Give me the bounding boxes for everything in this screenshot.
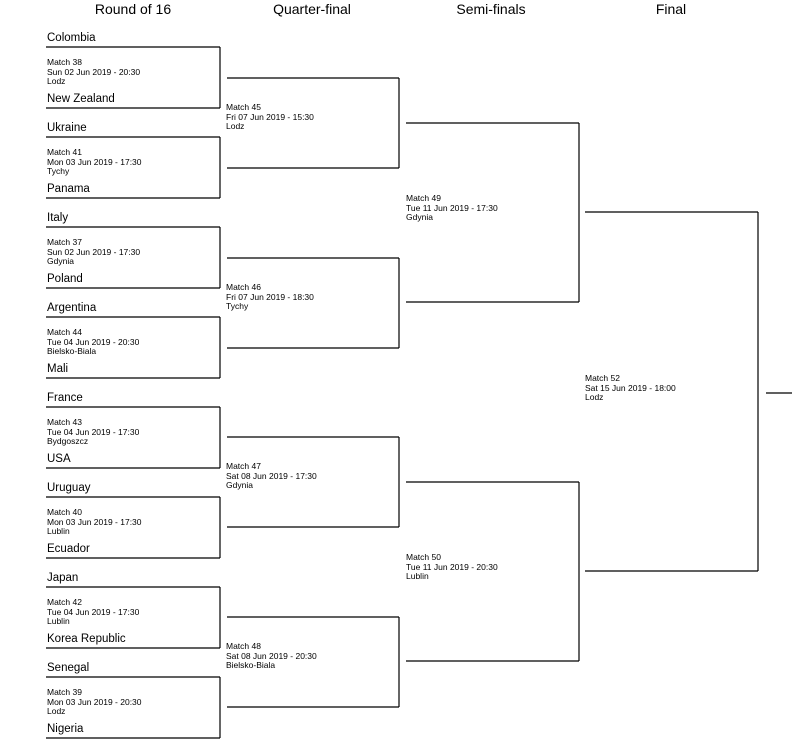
match-date: Mon 03 Jun 2019 - 20:30	[47, 696, 142, 707]
round-header-r16: Round of 16	[94, 1, 172, 17]
match-venue: Gdynia	[47, 256, 74, 266]
match-venue: Lodz	[585, 392, 604, 402]
match-match: Match 40	[47, 507, 82, 517]
team-name: Nigeria	[47, 723, 84, 735]
match-venue: Tychy	[47, 166, 70, 176]
match-venue: Lublin	[406, 571, 429, 581]
match-match: Match 49	[406, 193, 441, 203]
team-name: New Zealand	[47, 93, 115, 105]
match-date: Tue 11 Jun 2019 - 20:30	[406, 561, 498, 572]
match-match: Match 43	[47, 417, 82, 427]
team-name: Uruguay	[47, 482, 91, 494]
match-venue: Bielsko-Biala	[47, 346, 97, 356]
match-venue: Lublin	[47, 526, 70, 536]
team-name: Colombia	[47, 32, 96, 44]
team-name: Argentina	[47, 302, 97, 314]
team-name: France	[47, 392, 83, 404]
match-match: Match 50	[406, 552, 441, 562]
team-name: Japan	[47, 572, 79, 584]
match-venue: Gdynia	[226, 480, 253, 490]
match-venue: Lodz	[47, 706, 66, 716]
match-date: Tue 04 Jun 2019 - 17:30	[47, 606, 140, 617]
team-name: Poland	[47, 273, 83, 285]
team-name: Ecuador	[47, 543, 90, 555]
team-name: Italy	[47, 212, 69, 224]
match-date: Fri 07 Jun 2019 - 18:30	[226, 291, 314, 302]
team-name: Mali	[47, 363, 69, 375]
match-date: Sat 08 Jun 2019 - 17:30	[226, 470, 317, 481]
match-date: Sat 08 Jun 2019 - 20:30	[226, 650, 317, 661]
match-date: Mon 03 Jun 2019 - 17:30	[47, 516, 142, 527]
match-date: Sun 02 Jun 2019 - 20:30	[47, 66, 141, 77]
match-venue: Lodz	[226, 121, 245, 131]
match-match: Match 45	[226, 102, 261, 112]
team-name: USA	[47, 453, 71, 465]
match-date: Tue 11 Jun 2019 - 17:30	[406, 202, 498, 213]
match-venue: Gdynia	[406, 212, 433, 222]
team-name: Panama	[47, 183, 90, 195]
match-venue: Tychy	[226, 301, 249, 311]
match-date: Mon 03 Jun 2019 - 17:30	[47, 156, 142, 167]
match-date: Sun 02 Jun 2019 - 17:30	[47, 246, 141, 257]
match-venue: Lublin	[47, 616, 70, 626]
round-header-qf: Quarter-final	[273, 1, 351, 17]
team-name: Korea Republic	[47, 633, 126, 645]
match-match: Match 52	[585, 373, 620, 383]
match-date: Fri 07 Jun 2019 - 15:30	[226, 111, 314, 122]
match-date: Tue 04 Jun 2019 - 20:30	[47, 336, 140, 347]
round-header-sf: Semi-finals	[456, 1, 526, 17]
match-venue: Lodz	[47, 76, 66, 86]
match-date: Tue 04 Jun 2019 - 17:30	[47, 426, 140, 437]
match-match: Match 48	[226, 641, 261, 651]
match-date: Sat 15 Jun 2019 - 18:00	[585, 382, 676, 393]
round-header-final: Final	[655, 1, 687, 17]
match-match: Match 41	[47, 147, 82, 157]
match-match: Match 39	[47, 687, 82, 697]
match-match: Match 46	[226, 282, 261, 292]
match-venue: Bydgoszcz	[47, 436, 89, 446]
match-venue: Bielsko-Biala	[226, 660, 276, 670]
team-name: Senegal	[47, 662, 90, 674]
match-match: Match 42	[47, 597, 82, 607]
match-match: Match 37	[47, 237, 82, 247]
match-match: Match 38	[47, 57, 82, 67]
match-match: Match 47	[226, 461, 261, 471]
team-name: Ukraine	[47, 122, 87, 134]
match-match: Match 44	[47, 327, 82, 337]
